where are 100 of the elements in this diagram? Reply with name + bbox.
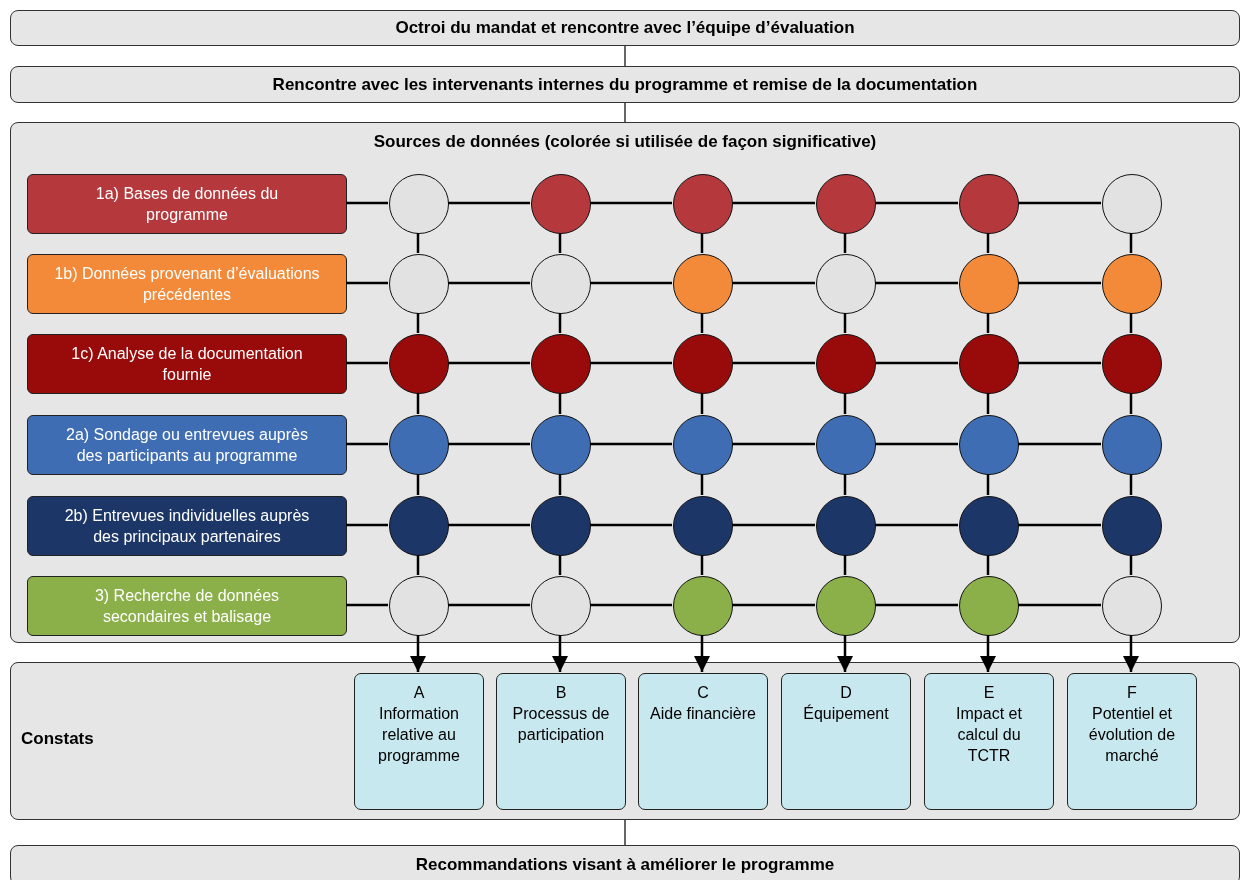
connector-line (1129, 555, 1133, 575)
connector-line (843, 474, 847, 495)
connector-line (1018, 201, 1101, 205)
panel-title: Constats (21, 729, 94, 749)
connector-line (624, 819, 626, 846)
connector-line (346, 442, 388, 446)
source-box: 1a) Bases de données du programme (27, 174, 347, 234)
source-circle (389, 174, 449, 234)
group-panel (10, 122, 1240, 643)
source-circle (816, 415, 876, 475)
source-circle (531, 415, 591, 475)
source-circle (1102, 254, 1162, 314)
connector-line (590, 361, 672, 365)
panel-title: Sources de données (colorée si utilisée de façon significative) (372, 132, 878, 152)
finding-box: E Impact et calcul du TCTR (924, 673, 1054, 810)
connector-line (843, 393, 847, 414)
connector-line (843, 313, 847, 333)
connector-line (346, 603, 388, 607)
connector-line (843, 555, 847, 575)
connector-line (416, 313, 420, 333)
step-bar: Octroi du mandat et rencontre avec l’équipe d’évaluation (10, 10, 1240, 46)
connector-line (700, 393, 704, 414)
source-circle (1102, 576, 1162, 636)
arrow (694, 635, 710, 672)
source-circle (959, 334, 1019, 394)
connector-line (732, 361, 815, 365)
finding-box: B Processus de participation (496, 673, 626, 810)
connector-line (346, 361, 388, 365)
source-circle (531, 576, 591, 636)
finding-box: F Potentiel et évolution de marché (1067, 673, 1197, 810)
source-circle (673, 415, 733, 475)
source-circle (959, 496, 1019, 556)
connector-line (590, 281, 672, 285)
source-box: 2a) Sondage ou entrevues auprès des participants au programme (27, 415, 347, 475)
connector-line (448, 523, 530, 527)
connector-line (1129, 313, 1133, 333)
connector-line (1129, 474, 1133, 495)
group-panel (10, 662, 1240, 820)
source-circle (816, 254, 876, 314)
connector-line (986, 474, 990, 495)
source-circle (1102, 415, 1162, 475)
connector-line (448, 442, 530, 446)
connector-line (732, 201, 815, 205)
source-circle (531, 496, 591, 556)
connector-line (875, 361, 958, 365)
source-circle (816, 576, 876, 636)
connector-line (416, 474, 420, 495)
source-box: 1c) Analyse de la documentation fournie (27, 334, 347, 394)
connector-line (700, 313, 704, 333)
finding-box: D Équipement (781, 673, 911, 810)
arrow (552, 635, 568, 672)
connector-line (558, 474, 562, 495)
source-circle (1102, 174, 1162, 234)
finding-box: A Information relative au programme (354, 673, 484, 810)
connector-line (1018, 361, 1101, 365)
source-circle (531, 174, 591, 234)
connector-line (875, 442, 958, 446)
source-box: 3) Recherche de données secondaires et balisage (27, 576, 347, 636)
source-circle (389, 254, 449, 314)
connector-line (986, 313, 990, 333)
connector-line (448, 603, 530, 607)
connector-line (590, 442, 672, 446)
connector-line (1018, 603, 1101, 607)
source-circle (1102, 496, 1162, 556)
connector-line (875, 523, 958, 527)
connector-line (346, 523, 388, 527)
connector-line (590, 201, 672, 205)
connector-line (875, 603, 958, 607)
connector-line (1018, 281, 1101, 285)
source-circle (959, 254, 1019, 314)
source-circle (959, 174, 1019, 234)
step-bar: Recommandations visant à améliorer le programme (10, 845, 1240, 880)
source-box: 2b) Entrevues individuelles auprès des principaux partenaires (27, 496, 347, 556)
source-circle (389, 334, 449, 394)
source-circle (673, 174, 733, 234)
source-circle (959, 576, 1019, 636)
source-circle (673, 334, 733, 394)
connector-line (732, 523, 815, 527)
connector-line (346, 201, 388, 205)
connector-line (986, 393, 990, 414)
source-circle (816, 174, 876, 234)
source-circle (389, 576, 449, 636)
connector-line (732, 603, 815, 607)
connector-line (416, 555, 420, 575)
source-circle (1102, 334, 1162, 394)
source-circle (531, 254, 591, 314)
connector-line (558, 393, 562, 414)
source-circle (389, 496, 449, 556)
arrow (410, 635, 426, 672)
connector-line (732, 281, 815, 285)
connector-line (346, 281, 388, 285)
arrow (837, 635, 853, 672)
connector-line (986, 555, 990, 575)
source-circle (673, 576, 733, 636)
finding-box: C Aide financière (638, 673, 768, 810)
connector-line (1018, 442, 1101, 446)
connector-line (875, 201, 958, 205)
connector-line (448, 201, 530, 205)
source-circle (673, 254, 733, 314)
connector-line (986, 233, 990, 253)
